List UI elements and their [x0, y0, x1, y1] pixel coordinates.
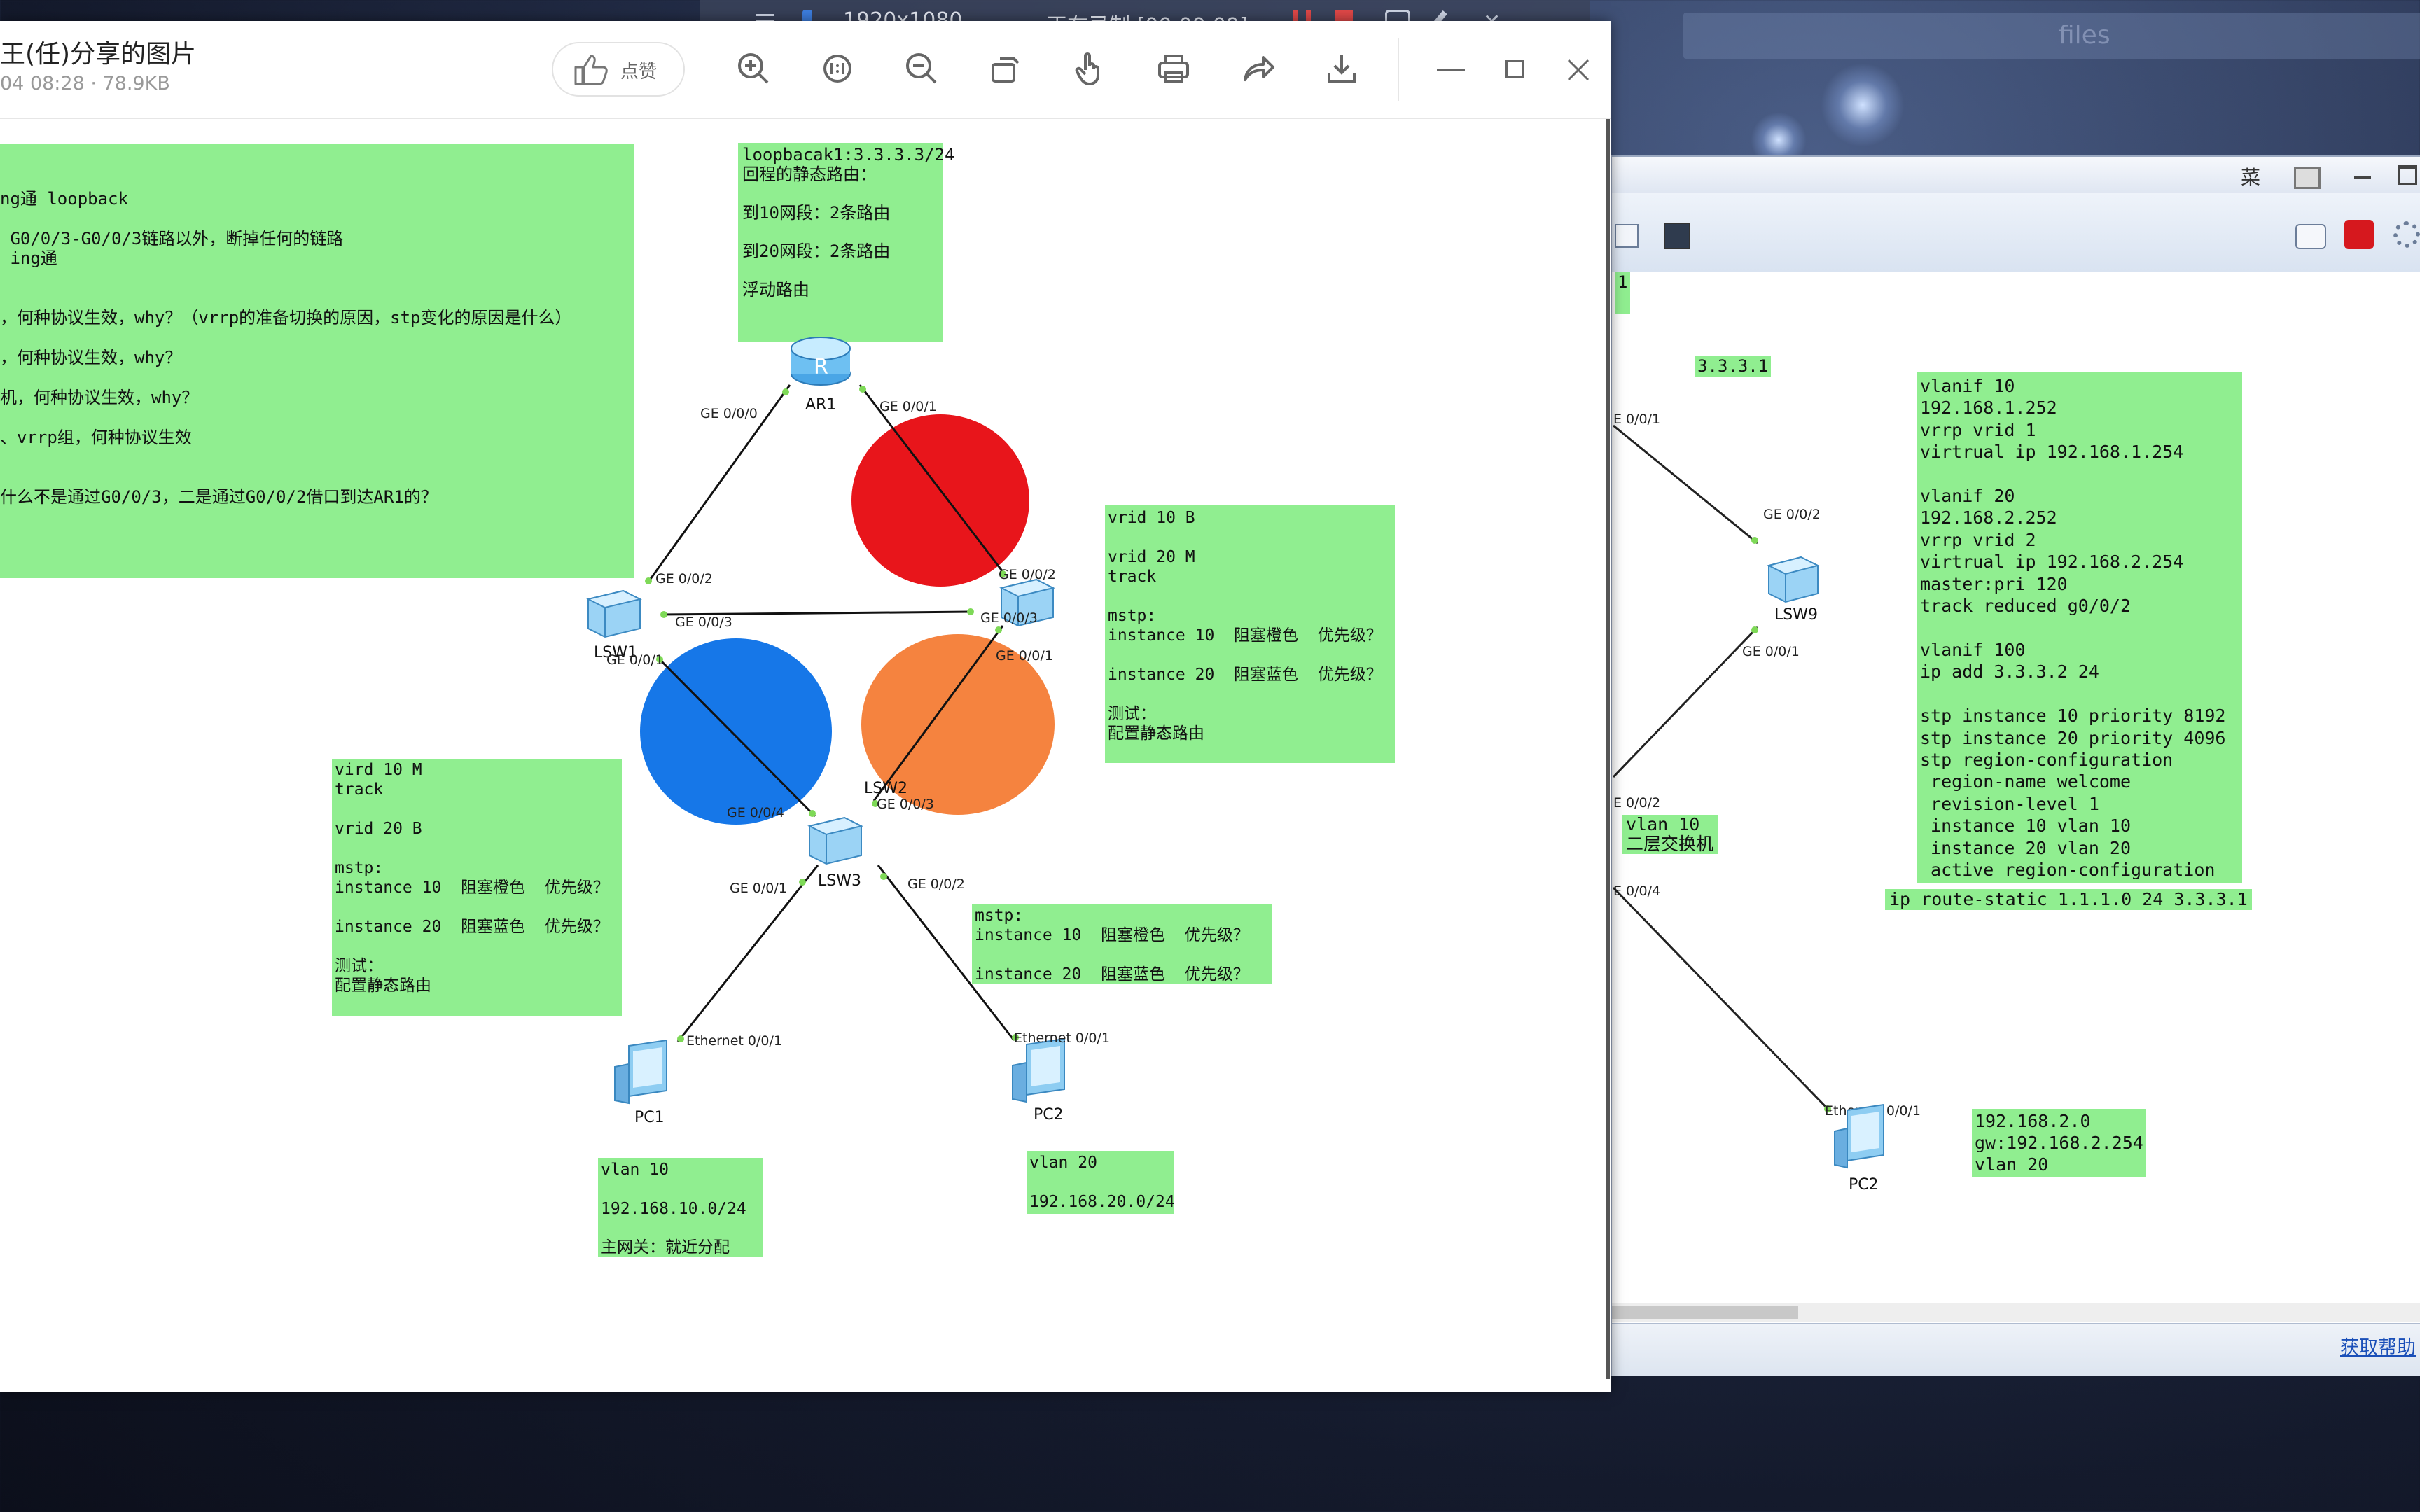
port-label: GE 0/0/2: [999, 567, 1056, 582]
device-label-ar1: AR1: [805, 396, 837, 414]
share-icon[interactable]: [1238, 49, 1277, 88]
window-icon: [2294, 167, 2321, 189]
port-label: GE 0/0/3: [675, 615, 732, 630]
port-label: GE 0/0/3: [877, 797, 934, 812]
port-label: Ethernet 0/0/1: [1014, 1030, 1110, 1046]
note-lsw9-config: vlanif 10 192.168.1.252 vrrp vrid 1 virt…: [1917, 372, 2242, 884]
scrollbar-thumb[interactable]: [1612, 1306, 1798, 1319]
note-pc2: vlan 20 192.168.20.0/24: [1027, 1151, 1175, 1214]
like-label: 点赞: [620, 62, 658, 83]
device-label-lsw9: LSW9: [1774, 606, 1818, 624]
like-button[interactable]: 点赞: [552, 42, 685, 97]
desktop-bubble: [1821, 63, 1905, 147]
port-label: GE 0/0/3: [980, 610, 1038, 626]
blue-region: [640, 638, 832, 825]
background-topology-canvas[interactable]: 1 3.3.3.1 vlanif 10 192.168.1.252 vrrp v…: [1612, 272, 2420, 1322]
port-label: E 0/0/1: [1613, 412, 1661, 427]
port-label: GE 0/0/1: [1742, 644, 1800, 659]
viewer-header: 王(任)分享的图片 04 08:28 · 78.9KB 点赞: [0, 21, 1611, 119]
device-label-lsw1: LSW1: [594, 644, 637, 662]
thumbs-up-icon: [574, 55, 608, 85]
device-label-pc2: PC2: [1034, 1106, 1064, 1124]
note-lsw3: mstp: instance 10 阻塞橙色 优先级？ instance 20 …: [972, 904, 1272, 984]
note-small: 1: [1615, 272, 1631, 314]
zoom-in-icon[interactable]: [734, 49, 773, 88]
minimize-icon[interactable]: [1437, 56, 1465, 84]
svg-text:R: R: [814, 355, 828, 379]
switch-icon[interactable]: [997, 573, 1057, 630]
pc-icon[interactable]: [613, 1039, 679, 1109]
pc-icon[interactable]: [1011, 1037, 1077, 1107]
pc-icon[interactable]: [1833, 1103, 1896, 1173]
note-ip: 3.3.3.1: [1695, 356, 1772, 377]
device-label-lsw3: LSW3: [818, 872, 861, 890]
note-l2-switch: vlan 10 二层交换机: [1622, 815, 1718, 854]
switch-icon[interactable]: [1765, 550, 1821, 605]
maximize-icon[interactable]: [2398, 165, 2417, 185]
horizontal-scrollbar[interactable]: [1612, 1303, 2420, 1322]
maximize-icon[interactable]: [1501, 56, 1529, 84]
port-label: GE 0/0/4: [727, 805, 784, 820]
image-viewer-window[interactable]: 王(任)分享的图片 04 08:28 · 78.9KB 点赞: [0, 21, 1611, 1392]
huawei-logo-icon: [2344, 220, 2374, 249]
orange-region: [861, 634, 1055, 815]
note-requirements: ng通 loopback G0/0/3-G0/0/3链路以外，断掉任何的链路 i…: [0, 144, 634, 578]
port-label: GE 0/0/2: [655, 571, 713, 587]
port-label: GE 0/0/2: [908, 876, 965, 892]
port-label: E 0/0/2: [1613, 795, 1661, 811]
port-label: Ethernet 0/0/1: [686, 1033, 782, 1049]
switch-icon[interactable]: [805, 811, 865, 868]
toolbar-divider: [1398, 38, 1399, 101]
topology-links: [645, 384, 1019, 1042]
image-icon[interactable]: [1664, 223, 1690, 249]
panel-icon[interactable]: [1615, 224, 1639, 248]
chat-icon[interactable]: [2295, 224, 2326, 249]
switch-icon[interactable]: [584, 584, 644, 641]
note-pc1: vlan 10 192.168.10.0/24 主网关：就近分配: [598, 1158, 763, 1257]
port-label: GE 0/0/1: [606, 652, 664, 668]
download-icon[interactable]: [1322, 49, 1361, 88]
hand-icon[interactable]: [1070, 49, 1109, 88]
search-input-text: files: [2059, 21, 2110, 50]
port-label: E 0/0/4: [1613, 883, 1661, 899]
port-label: GE 0/0/1: [879, 399, 937, 414]
background-app-titlebar: 菜: [1612, 157, 2420, 194]
background-app-window[interactable]: 菜 1 3.3.3.1 vlanif 10 192.168.1.252 vrrp…: [1611, 155, 2420, 1376]
viewer-scrollbar[interactable]: [1606, 119, 1610, 1379]
actual-size-icon[interactable]: [818, 49, 857, 88]
background-app-statusbar: 获取帮助: [1612, 1323, 2420, 1376]
note-route: ip route-static 1.1.1.0 24 3.3.3.1: [1885, 889, 2252, 910]
topology-image[interactable]: ng通 loopback G0/0/3-G0/0/3链路以外，断掉任何的链路 i…: [0, 119, 1609, 1392]
zoom-out-icon[interactable]: [902, 49, 941, 88]
device-label-pc1: PC1: [634, 1109, 665, 1126]
device-label-pc2: PC2: [1849, 1176, 1879, 1194]
background-app-toolbar: [1612, 193, 2420, 272]
pause-icon[interactable]: [1293, 10, 1311, 31]
close-icon[interactable]: [1564, 56, 1592, 84]
background-links: [1612, 424, 1832, 1113]
print-icon[interactable]: [1154, 49, 1193, 88]
search-input[interactable]: files: [1683, 13, 2420, 59]
viewer-meta: 04 08:28 · 78.9KB: [0, 73, 170, 94]
port-label: GE 0/0/1: [996, 648, 1053, 664]
help-link[interactable]: 获取帮助: [2340, 1337, 2416, 1359]
note-ar1: loopbacak1:3.3.3.3/24 回程的静态路由： 到10网段：2条路…: [738, 143, 954, 342]
note-lsw1: vird 10 M track vrid 20 B mstp: instance…: [332, 759, 622, 1016]
note-lsw2: vrid 10 B vrid 20 M track mstp: instance…: [1105, 505, 1395, 763]
note-pc2: 192.168.2.0 gw:192.168.2.254 vlan 20: [1972, 1109, 2146, 1177]
port-label: GE 0/0/0: [700, 406, 758, 421]
rotate-icon[interactable]: [986, 49, 1025, 88]
settings-gear-icon[interactable]: [2393, 221, 2420, 248]
minimize-icon[interactable]: [2354, 176, 2371, 178]
device-label-lsw2: LSW2: [864, 780, 908, 797]
router-icon[interactable]: R: [787, 332, 854, 389]
port-label: GE 0/0/1: [730, 881, 787, 896]
red-region: [851, 414, 1029, 587]
viewer-title: 王(任)分享的图片: [0, 40, 197, 69]
port-label: GE 0/0/2: [1763, 507, 1821, 522]
background-app-title: 菜: [2241, 166, 2261, 189]
